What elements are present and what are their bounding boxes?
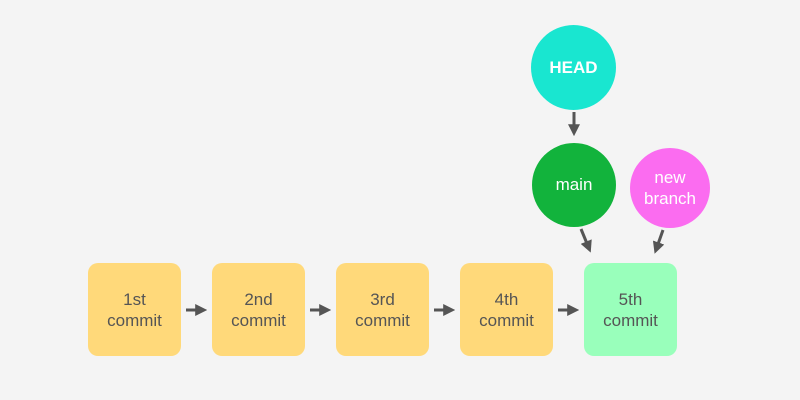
commit-2-line1: 2nd (244, 289, 273, 309)
new-branch-line2: branch (644, 189, 696, 208)
arrow-main-to-commit5 (579, 228, 592, 253)
commit-4-line1: 4th (494, 289, 519, 309)
main-branch-node: main (532, 143, 616, 227)
commit-4-line2: commit (479, 310, 534, 330)
commit-5-line1: 5th (618, 289, 643, 309)
commit-1-line2: commit (107, 310, 162, 330)
commit-1-line1: 1st (123, 289, 146, 309)
head-label: HEAD (549, 57, 598, 77)
new-branch-node: new branch (630, 148, 710, 228)
commit-2-line2: commit (231, 310, 286, 330)
new-branch-line1: new (654, 168, 686, 187)
head-pointer: HEAD (531, 25, 616, 110)
commit-3-line2: commit (355, 310, 410, 330)
commit-3-line1: 3rd (370, 289, 395, 309)
main-label: main (555, 175, 593, 194)
commit-5-line2: commit (603, 310, 658, 330)
arrow-new-branch-to-commit5 (652, 229, 665, 254)
